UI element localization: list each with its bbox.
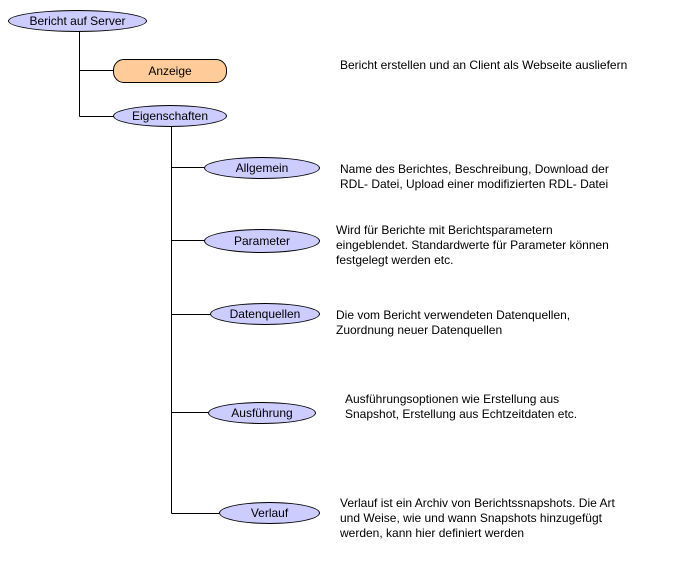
node-datenquellen-label: Datenquellen xyxy=(229,307,301,321)
node-allgemein: Allgemein xyxy=(204,157,320,179)
description-anzeige: Bericht erstellen und an Client als Webs… xyxy=(340,58,628,72)
node-ausfuehrung: Ausführung xyxy=(208,402,316,424)
description-verlauf: Verlauf ist ein Archiv von Berichtssnaps… xyxy=(340,496,615,540)
node-eigenschaften: Eigenschaften xyxy=(113,105,227,127)
node-datenquellen: Datenquellen xyxy=(210,303,320,325)
node-allgemein-label: Allgemein xyxy=(235,161,289,175)
node-parameter: Parameter xyxy=(204,229,320,253)
node-root: Bericht auf Server xyxy=(8,10,147,32)
node-eigenschaften-label: Eigenschaften xyxy=(131,109,209,123)
node-anzeige-label: Anzeige xyxy=(148,64,192,78)
node-anzeige: Anzeige xyxy=(113,59,227,83)
node-parameter-label: Parameter xyxy=(233,234,291,248)
description-datenquellen: Die vom Bericht verwendeten Datenquellen… xyxy=(336,308,571,337)
description-allgemein: Name des Berichtes, Beschreibung, Downlo… xyxy=(340,162,609,191)
description-ausfuehrung: Ausführungsoptionen wie Erstellung aus S… xyxy=(345,392,578,421)
node-verlauf-label: Verlauf xyxy=(250,506,289,520)
node-verlauf: Verlauf xyxy=(219,502,320,524)
node-ausfuehrung-label: Ausführung xyxy=(231,406,293,420)
description-parameter: Wird für Berichte mit Berichtsparametern… xyxy=(336,223,609,267)
node-root-label: Bericht auf Server xyxy=(29,14,126,28)
